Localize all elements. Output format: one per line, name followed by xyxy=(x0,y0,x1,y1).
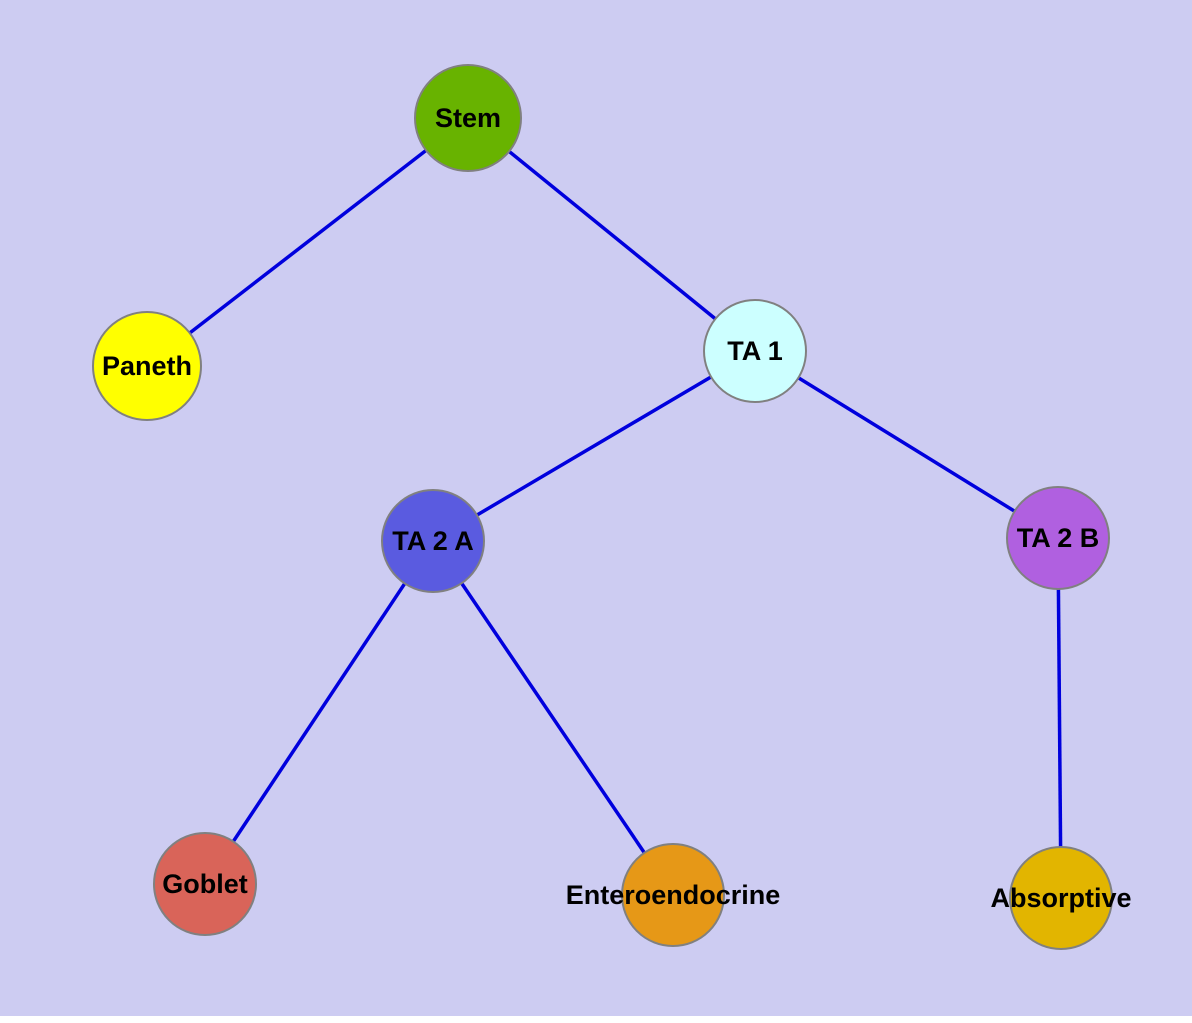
edge-stem-ta1 xyxy=(466,116,757,353)
node-label: Goblet xyxy=(162,868,248,899)
node-ta2b[interactable]: TA 2 B xyxy=(1006,486,1110,590)
node-label: TA 1 xyxy=(727,335,783,366)
edge-ta2b-absorptive xyxy=(1056,537,1063,899)
canvas-bottom-edge xyxy=(0,1016,1192,1023)
edge-ta1-ta2b xyxy=(754,349,1059,540)
node-label: TA 2 A xyxy=(392,525,474,556)
node-label: Absorptive xyxy=(990,882,1132,913)
edge-ta2a-enteroendocrine xyxy=(431,540,675,896)
node-label: Enteroendocrine xyxy=(565,879,781,910)
edge-ta1-ta2a xyxy=(432,349,756,543)
node-ta2a[interactable]: TA 2 A xyxy=(381,489,485,593)
node-absorptive[interactable]: Absorptive xyxy=(990,846,1132,950)
node-ta1[interactable]: TA 1 xyxy=(703,299,807,403)
edge-ta2a-goblet xyxy=(203,540,435,885)
node-label: Stem xyxy=(434,102,502,133)
node-label: TA 2 B xyxy=(1016,522,1100,553)
node-enteroendocrine[interactable]: Enteroendocrine xyxy=(566,843,780,947)
node-label: Paneth xyxy=(101,350,193,381)
node-paneth[interactable]: Paneth xyxy=(92,311,202,421)
edge-stem-paneth xyxy=(145,116,470,368)
node-stem[interactable]: Stem xyxy=(414,64,522,172)
node-goblet[interactable]: Goblet xyxy=(153,832,257,936)
